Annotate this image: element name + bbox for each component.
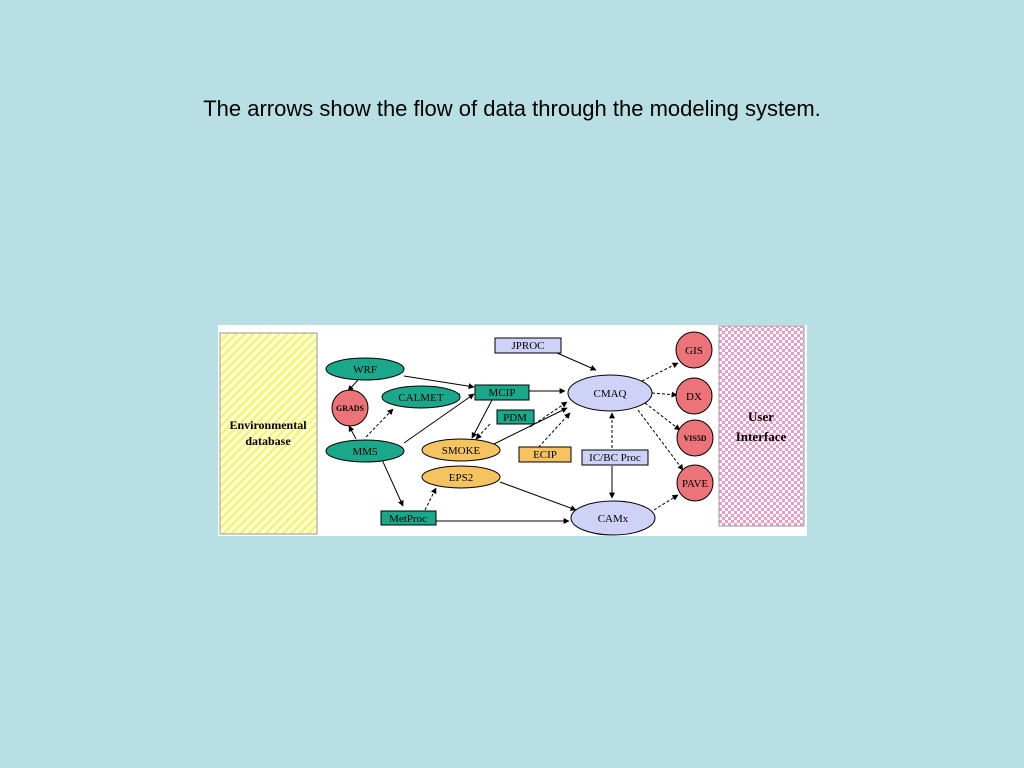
svg-text:MCIP: MCIP	[489, 387, 516, 399]
edge-wrf-grads	[347, 379, 359, 392]
svg-text:SMOKE: SMOKE	[442, 445, 481, 457]
edge-cmaq-pave	[637, 409, 684, 471]
svg-text:CMAQ: CMAQ	[593, 388, 626, 400]
svg-text:ECIP: ECIP	[533, 449, 557, 461]
svg-text:EPS2: EPS2	[449, 472, 473, 484]
node-gis: GIS	[675, 331, 713, 369]
edge-pdm-smoke	[475, 423, 491, 440]
node-smoke: SMOKE	[421, 438, 501, 462]
edge-metproc-eps2	[424, 487, 437, 511]
svg-text:GRADS: GRADS	[336, 404, 365, 413]
node-cmaq: CMAQ	[567, 374, 653, 412]
svg-text:IC/BC Proc: IC/BC Proc	[589, 452, 641, 464]
svg-text:WRF: WRF	[353, 364, 377, 376]
edge-mm5-mcip	[403, 393, 475, 444]
svg-text:CAMx: CAMx	[598, 513, 629, 525]
edge-cmaq-vis5d	[644, 402, 681, 431]
edge-cmaq-gis	[641, 362, 679, 382]
svg-text:PAVE: PAVE	[682, 478, 709, 490]
env-db-label-line1: Environmental	[229, 418, 307, 432]
slide-caption: The arrows show the flow of data through…	[203, 96, 821, 121]
node-pdm: PDM	[496, 409, 535, 425]
edge-pdm-cmaq	[529, 401, 568, 428]
svg-text:VIS5D: VIS5D	[683, 434, 706, 443]
edge-mm5-metproc	[378, 452, 404, 507]
ui-label-line2: Interface	[736, 429, 787, 444]
svg-text:MM5: MM5	[352, 446, 378, 458]
user-interface-box: User Interface	[718, 325, 805, 527]
ui-label-line1: User	[748, 409, 774, 424]
environmental-database-box: Environmental database	[219, 332, 318, 535]
svg-text:MetProc: MetProc	[389, 513, 427, 525]
node-mm5: MM5	[325, 439, 405, 463]
node-eps2: EPS2	[421, 465, 501, 489]
node-camx: CAMx	[570, 500, 656, 536]
modeling-system-diagram: Environmental database User Interface	[218, 325, 807, 536]
node-mcip: MCIP	[474, 384, 530, 401]
node-dx: DX	[675, 377, 713, 415]
node-jproc: JPROC	[494, 337, 562, 354]
env-db-label-line2: database	[245, 434, 291, 448]
edge-mm5-calmet	[365, 408, 394, 438]
node-calmet: CALMET	[381, 385, 461, 409]
svg-text:PDM: PDM	[503, 412, 527, 424]
node-grads: GRADS	[331, 389, 369, 427]
edge-smoke-cmaq	[491, 407, 568, 446]
svg-text:DX: DX	[686, 391, 702, 403]
edge-eps2-camx	[499, 481, 577, 511]
edge-mcip-smoke	[471, 399, 493, 439]
edge-wrf-mcip	[403, 375, 475, 390]
node-wrf: WRF	[325, 357, 405, 381]
node-icbc-proc: IC/BC Proc	[581, 449, 649, 466]
svg-text:CALMET: CALMET	[398, 392, 444, 404]
svg-text:JPROC: JPROC	[511, 340, 544, 352]
edge-cmaq-dx	[651, 391, 678, 398]
edge-mm5-grads	[348, 425, 357, 440]
node-vis5d: VIS5D	[676, 419, 714, 457]
node-pave: PAVE	[676, 464, 714, 502]
svg-text:GIS: GIS	[685, 345, 703, 357]
solid-edges	[347, 345, 615, 524]
node-ecip: ECIP	[518, 446, 572, 463]
node-metproc: MetProc	[380, 510, 437, 526]
